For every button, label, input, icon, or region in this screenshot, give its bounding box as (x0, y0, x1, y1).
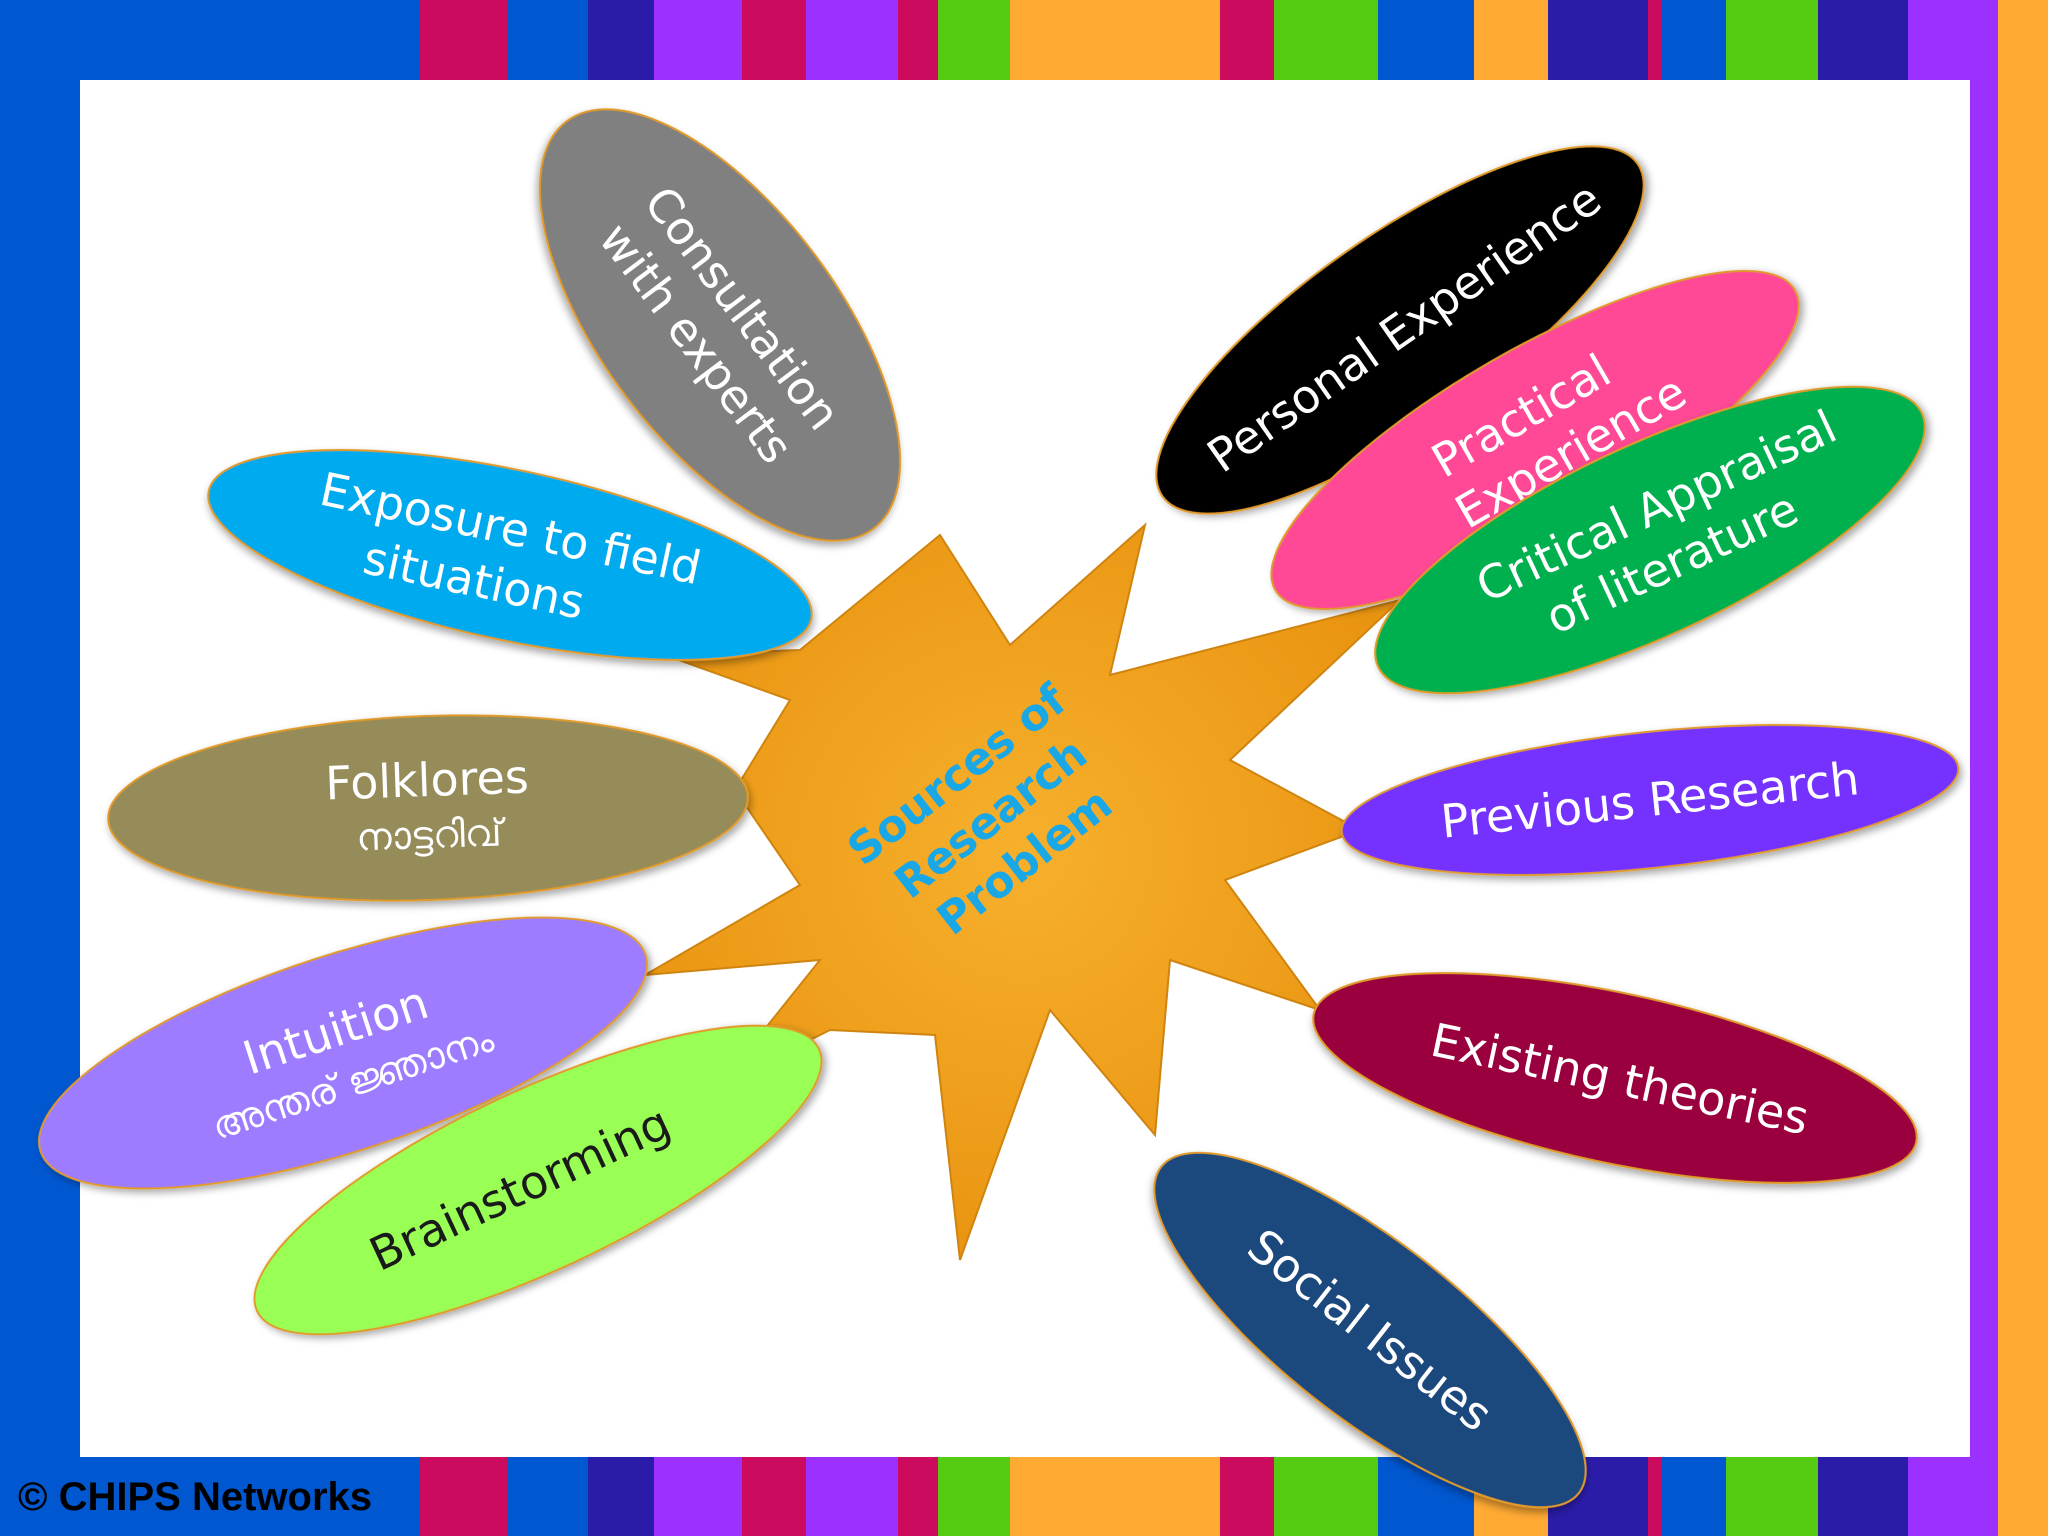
frame-stripe (742, 1457, 806, 1536)
frame-stripe (938, 1457, 1010, 1536)
petal-shape (1312, 972, 1918, 1184)
petal-exposure: Exposure to field situations (207, 449, 813, 661)
frame-stripe (654, 1457, 742, 1536)
frame-stripe (1648, 0, 1662, 80)
frame-stripe (588, 1457, 654, 1536)
frame-stripe (1818, 1457, 1908, 1536)
frame-stripe (898, 1457, 938, 1536)
frame-stripe (588, 0, 654, 80)
frame-stripe (1662, 1457, 1726, 1536)
frame-stripe (508, 0, 588, 80)
petal-shape (1340, 724, 1960, 876)
petal-social: Social Issues (1153, 1151, 1587, 1509)
frame-stripe (1274, 0, 1378, 80)
petal-folklores: Folklores നാട്ടറിവ് (107, 714, 749, 902)
frame-stripe (742, 0, 806, 80)
frame-stripe (1662, 0, 1726, 80)
frame-stripe (1220, 0, 1274, 80)
frame-stripe (1998, 0, 2048, 1536)
frame-stripe (420, 1457, 508, 1536)
frame-stripe (1010, 0, 1220, 80)
frame-stripe (508, 1457, 588, 1536)
petal-shape (538, 108, 902, 542)
frame-stripe (1220, 1457, 1274, 1536)
petal-shape (1153, 1151, 1587, 1509)
frame-stripe (898, 0, 938, 80)
petal-shape (207, 449, 813, 661)
frame-stripe (1908, 1457, 1970, 1536)
frame-stripe (654, 0, 742, 80)
copyright-notice: © CHIPS Networks (18, 1475, 373, 1519)
frame-stripe (806, 0, 898, 80)
frame-stripe (1726, 1457, 1818, 1536)
frame-stripe (420, 0, 508, 80)
frame-stripe (1970, 80, 1998, 1536)
petal-shape (1374, 385, 1926, 695)
center-starburst (644, 522, 1401, 1261)
petal-shape (38, 916, 648, 1190)
frame-stripe (1010, 1457, 1220, 1536)
frame-stripe (1548, 0, 1648, 80)
frame-stripe (1274, 1457, 1378, 1536)
petal-label-line: നാട്ടറിവ് (356, 810, 507, 859)
petal-previous: Previous Research (1340, 724, 1960, 876)
frame-stripe (806, 1457, 898, 1536)
frame-stripe (1474, 0, 1548, 80)
frame-stripe (1726, 0, 1818, 80)
frame-stripe (1648, 1457, 1662, 1536)
frame-stripe (1818, 0, 1908, 80)
petal-label-line: Folklores (324, 749, 529, 810)
frame-stripe (938, 0, 1010, 80)
frame-stripe (1378, 0, 1474, 80)
petal-existing: Existing theories (1312, 972, 1918, 1184)
petal-shape (107, 714, 749, 902)
petal-shape (253, 1024, 823, 1336)
